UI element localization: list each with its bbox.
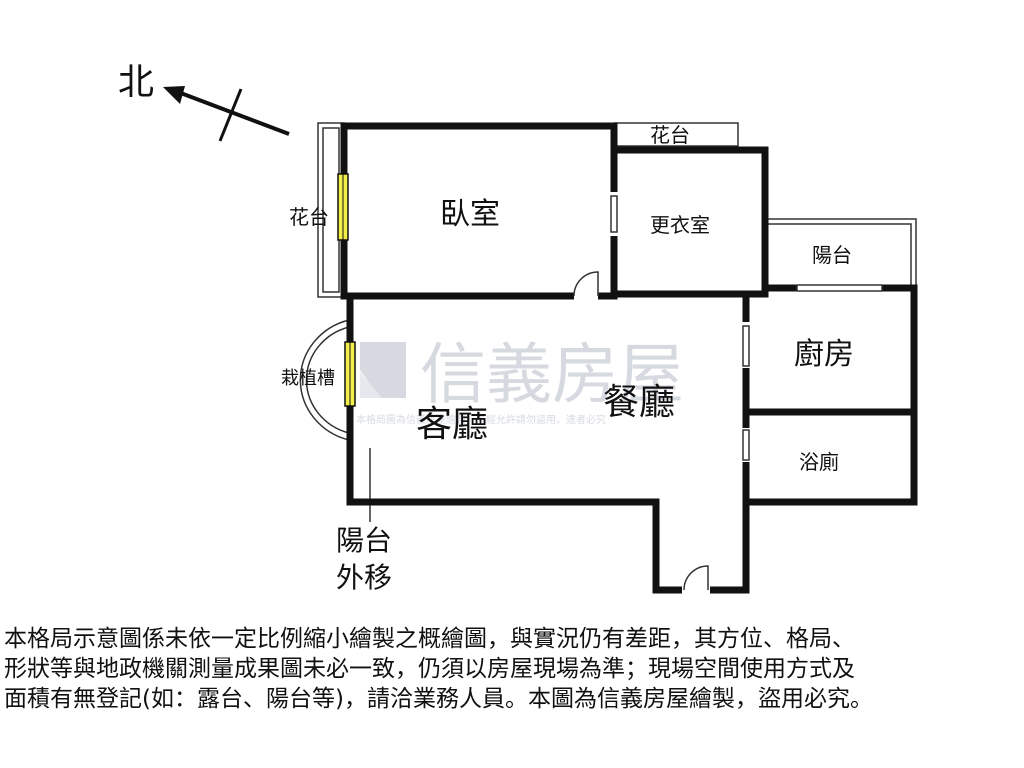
label-bedroom: 臥室 [440,197,500,232]
bathroom-door-icon [742,429,750,461]
trough-arc-inner [305,326,350,434]
kitchen-sliding-door-icon [742,325,750,367]
bedroom-door-icon [573,271,599,297]
watermark-brand: 信義房屋 [420,336,684,413]
trough-arc-outer [299,319,350,441]
watermark-logo-icon [360,342,406,398]
floor-plan: 信義房屋 本格局圖為信義房屋繪製，未經允許請勿盜用，違者必究 北 [118,62,918,595]
living-walls [346,296,750,594]
disclaimer-line-3: 面積有無登記(如：露台、陽台等)，請洽業務人員。本圖為信義房屋繪製，盜用必究。 [4,686,873,712]
label-kitchen: 廚房 [794,337,854,372]
entry-door-icon [683,565,709,591]
disclaimer-text: 本格局示意圖係未依一定比例縮小繪製之概繪圖，與實況仍有差距，其方位、格局、 形狀… [4,624,1020,714]
closet-walls [614,146,769,298]
watermark-notice: 本格局圖為信義房屋繪製，未經允許請勿盜用，違者必究 [356,413,606,426]
label-planter-top: 花台 [650,123,690,147]
balcony-inner [766,223,912,286]
disclaimer-line-1: 本格局示意圖係未依一定比例縮小繪製之概繪圖，與實況仍有差距，其方位、格局、 [4,626,855,652]
window-mullions [342,174,351,406]
openings [574,192,882,595]
disclaimer-line-2: 形狀等與地政機關測量成果圖未必一致，仍須以房屋現場為準；現場空間使用方式及 [4,656,855,682]
door-details [573,195,883,591]
label-bathroom: 浴廁 [799,450,839,474]
top-planter-outline [614,122,739,147]
label-closet: 更衣室 [650,213,710,237]
watermark: 信義房屋 本格局圖為信義房屋繪製，未經允許請勿盜用，違者必究 [356,336,684,426]
compass: 北 [118,62,290,142]
balcony-outline [766,218,917,286]
label-balcony-right: 陽台 [812,243,852,267]
label-planting-trough: 栽植槽 [281,368,335,389]
label-balcony-moved-2: 外移 [336,561,392,594]
balcony-sliding-door-icon [796,284,883,292]
label-living: 客廳 [416,404,488,445]
north-label: 北 [118,62,154,103]
closet-sliding-door-icon [610,195,618,233]
label-dining: 餐廳 [603,382,675,423]
label-planter-left: 花台 [289,205,329,229]
thin-outlines [299,122,917,522]
north-arrow-icon [163,86,185,104]
label-balcony-moved-1: 陽台 [336,524,392,557]
